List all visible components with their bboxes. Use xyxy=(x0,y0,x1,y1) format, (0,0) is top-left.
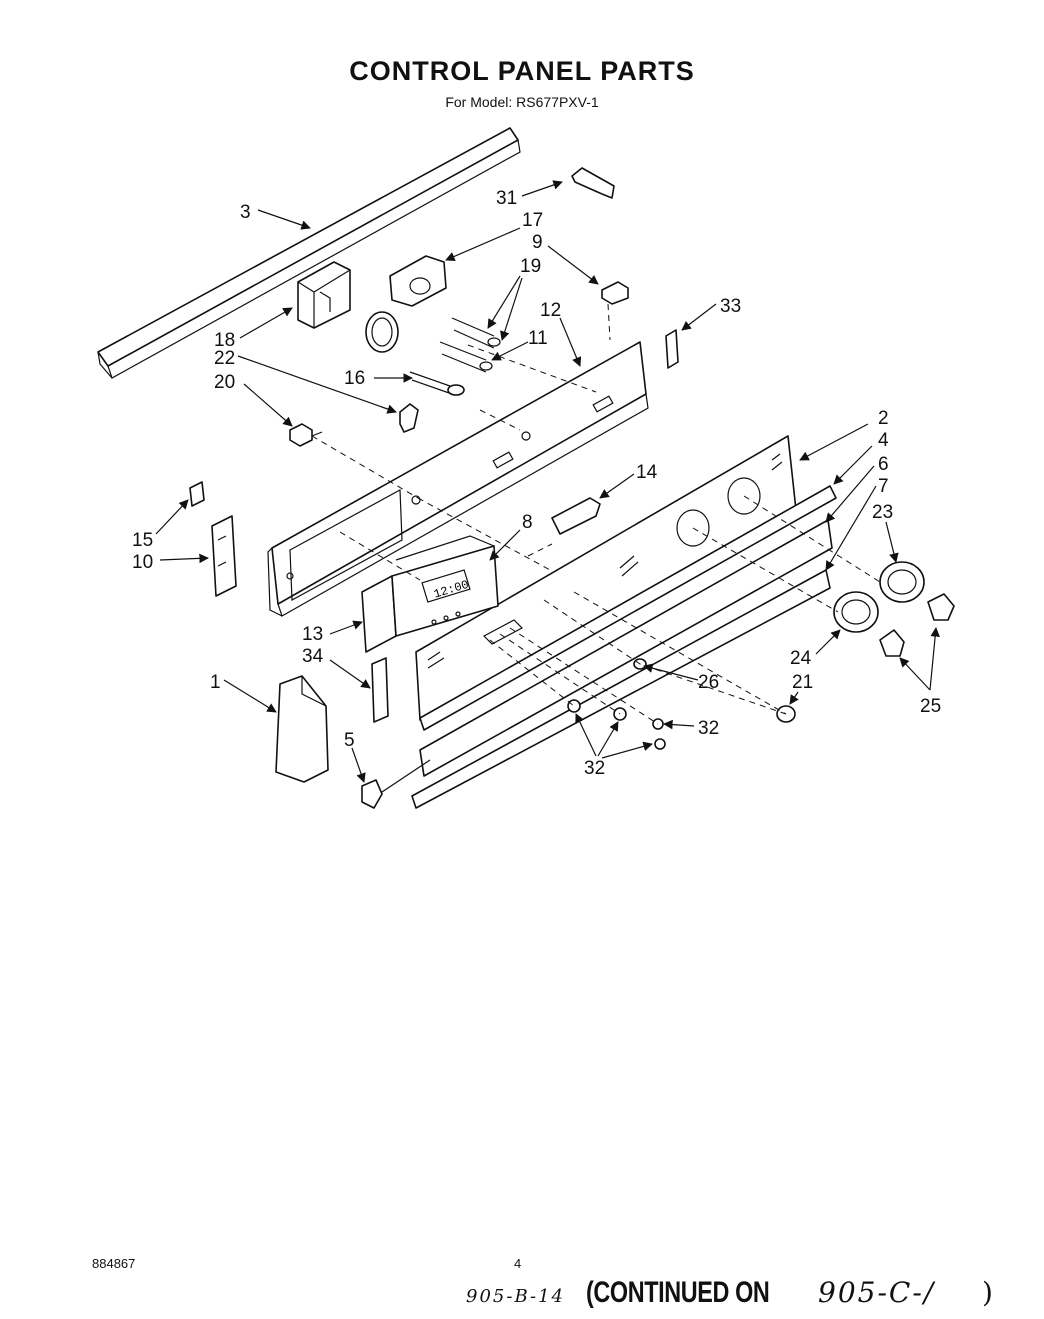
callout-4: 4 xyxy=(878,430,889,451)
part-5-clip xyxy=(361,779,383,809)
callout-31: 31 xyxy=(496,188,517,209)
callout-18: 18 xyxy=(214,330,235,351)
callout-32-right: 32 xyxy=(698,718,719,739)
part-12-back-panel xyxy=(267,341,649,617)
callout-25: 25 xyxy=(920,696,941,717)
callout-26: 26 xyxy=(698,672,719,693)
callout-32-bottom: 32 xyxy=(584,758,605,779)
callout-15: 15 xyxy=(132,530,153,551)
continued-close-paren: ) xyxy=(982,1276,995,1309)
part-23-ring xyxy=(879,561,925,603)
callout-23: 23 xyxy=(872,502,893,523)
callout-19: 19 xyxy=(520,256,541,277)
callout-9: 9 xyxy=(532,232,543,253)
part-13-clock-module: 12:00 xyxy=(361,535,499,653)
part-9-clip xyxy=(601,281,629,305)
part-10-bracket xyxy=(211,515,237,597)
leader-lines xyxy=(155,180,940,793)
callout-21: 21 xyxy=(792,672,813,693)
part-4-rail xyxy=(419,485,837,731)
part-fan-ring xyxy=(365,311,399,353)
part-20-socket xyxy=(289,423,323,447)
continued-note: (CONTINUED ON xyxy=(586,1276,770,1309)
callout-1: 1 xyxy=(210,672,221,693)
assembly-lines xyxy=(311,303,881,725)
part-25-knob xyxy=(879,593,955,657)
model-subtitle: For Model: RS677PXV-1 xyxy=(445,94,599,110)
callout-12: 12 xyxy=(540,300,561,321)
part-34-bracket xyxy=(371,657,389,723)
callout-34: 34 xyxy=(302,646,324,667)
callout-2: 2 xyxy=(878,408,889,429)
part-17-switch xyxy=(389,255,447,307)
part-1-side-bracket xyxy=(275,675,329,783)
callout-22: 22 xyxy=(214,348,235,369)
part-31-bracket xyxy=(571,167,615,199)
callout-24: 24 xyxy=(790,648,812,669)
part-3-trim-strip xyxy=(97,127,521,379)
part-14-bracket xyxy=(551,497,601,535)
callout-6: 6 xyxy=(878,454,889,475)
callout-7: 7 xyxy=(878,476,889,497)
callout-14: 14 xyxy=(636,462,658,483)
callout-3: 3 xyxy=(240,202,251,223)
callout-13: 13 xyxy=(302,624,323,645)
callout-5: 5 xyxy=(344,730,355,751)
page-title: CONTROL PANEL PARTS xyxy=(349,56,695,86)
callout-8: 8 xyxy=(522,512,533,533)
callout-33: 33 xyxy=(720,296,741,317)
callout-11: 11 xyxy=(528,328,548,349)
part-24-ring xyxy=(833,591,879,633)
handwritten-reference: 905-B-14 xyxy=(466,1286,565,1307)
callout-10: 10 xyxy=(132,552,153,573)
callout-16: 16 xyxy=(344,368,365,389)
part-wire-harness xyxy=(409,317,501,396)
continued-reference: 905-C-/ xyxy=(818,1276,936,1309)
part-6-rail xyxy=(419,519,833,777)
part-33-bracket xyxy=(665,329,679,369)
callout-17: 17 xyxy=(522,210,543,231)
callout-20: 20 xyxy=(214,372,235,393)
callout-labels: 3 31 17 9 19 12 33 18 11 22 16 20 2 4 6 … xyxy=(132,188,941,779)
part-18-transformer xyxy=(297,261,351,329)
part-22-clip xyxy=(399,403,419,433)
part-7-rail xyxy=(411,569,831,809)
page-number: 4 xyxy=(514,1256,522,1271)
part-15-bracket xyxy=(189,481,205,507)
document-number: 884867 xyxy=(92,1256,136,1271)
